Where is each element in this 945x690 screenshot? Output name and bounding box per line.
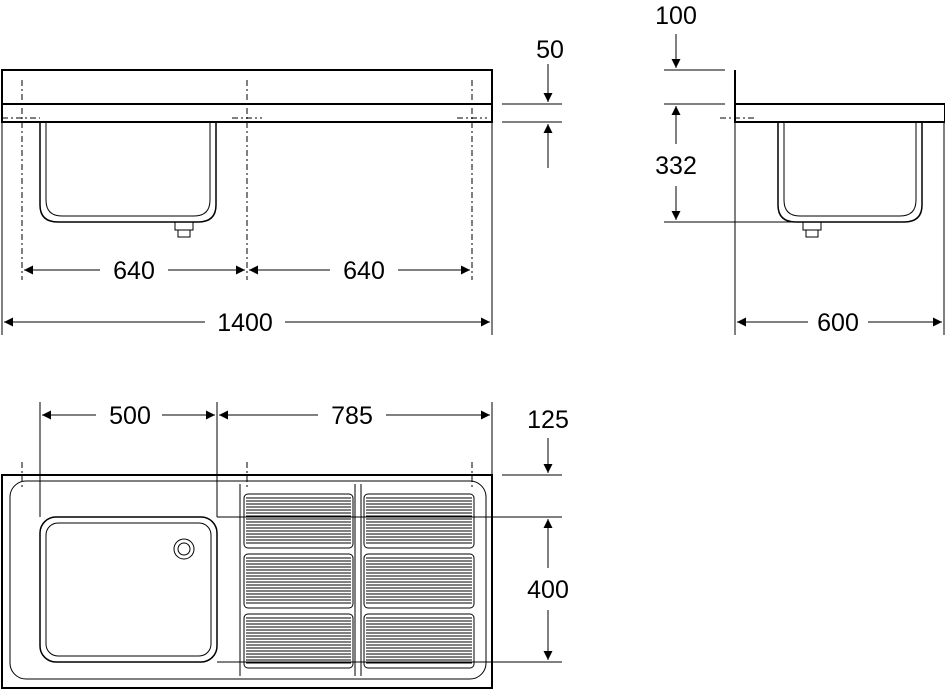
dim-side-top: 100 xyxy=(655,2,697,68)
label-front-deck-thickness: 50 xyxy=(536,36,564,64)
label-front-bowl-width: 640 xyxy=(113,257,155,285)
label-plan-bowl-length: 400 xyxy=(527,576,569,604)
side-view xyxy=(664,69,945,335)
label-side-top-offset: 100 xyxy=(655,2,697,30)
dim-plan-drainer: 785 xyxy=(219,402,490,430)
dim-front-bowl: 640 xyxy=(24,257,245,285)
label-side-total-depth: 600 xyxy=(817,309,859,337)
drainer-panel xyxy=(363,493,475,549)
drainer-panel xyxy=(363,613,475,669)
dim-front-total: 1400 xyxy=(4,309,490,337)
label-plan-top-offset: 125 xyxy=(527,406,569,434)
dim-side-bowl: 332 xyxy=(655,106,697,220)
label-front-drainer-width: 640 xyxy=(343,257,385,285)
label-plan-bowl-width: 500 xyxy=(109,402,151,430)
drainer-panel xyxy=(243,553,354,609)
drainer-panel xyxy=(243,613,354,669)
dim-side-total: 600 xyxy=(737,309,942,337)
drainer-panel xyxy=(363,553,475,609)
dim-plan-bowl-length: 400 xyxy=(527,519,569,660)
front-view xyxy=(1,69,562,335)
dim-front-deck: 50 xyxy=(536,36,564,168)
drainer-panel xyxy=(243,493,354,549)
label-plan-drainer-width: 785 xyxy=(331,402,373,430)
plan-view xyxy=(1,402,562,689)
drainer-grooves xyxy=(243,493,475,669)
label-side-bowl-depth: 332 xyxy=(655,152,697,180)
dim-plan-bowl: 500 xyxy=(42,402,215,430)
dim-plan-top: 125 xyxy=(527,406,569,473)
dim-front-drainer: 640 xyxy=(249,257,470,285)
label-front-total-width: 1400 xyxy=(217,309,273,337)
